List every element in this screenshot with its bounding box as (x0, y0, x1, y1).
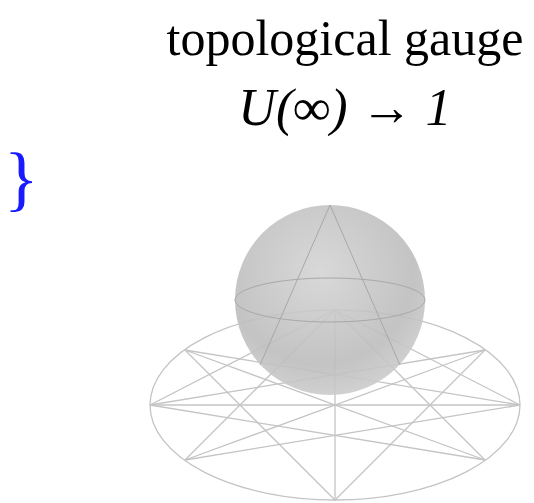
sphere (235, 205, 425, 395)
formula-text: U(∞) → 1 (238, 82, 451, 134)
sphere-wireframe (235, 205, 425, 365)
title-text: topological gauge (167, 13, 524, 63)
brace-symbol: } (4, 142, 39, 214)
